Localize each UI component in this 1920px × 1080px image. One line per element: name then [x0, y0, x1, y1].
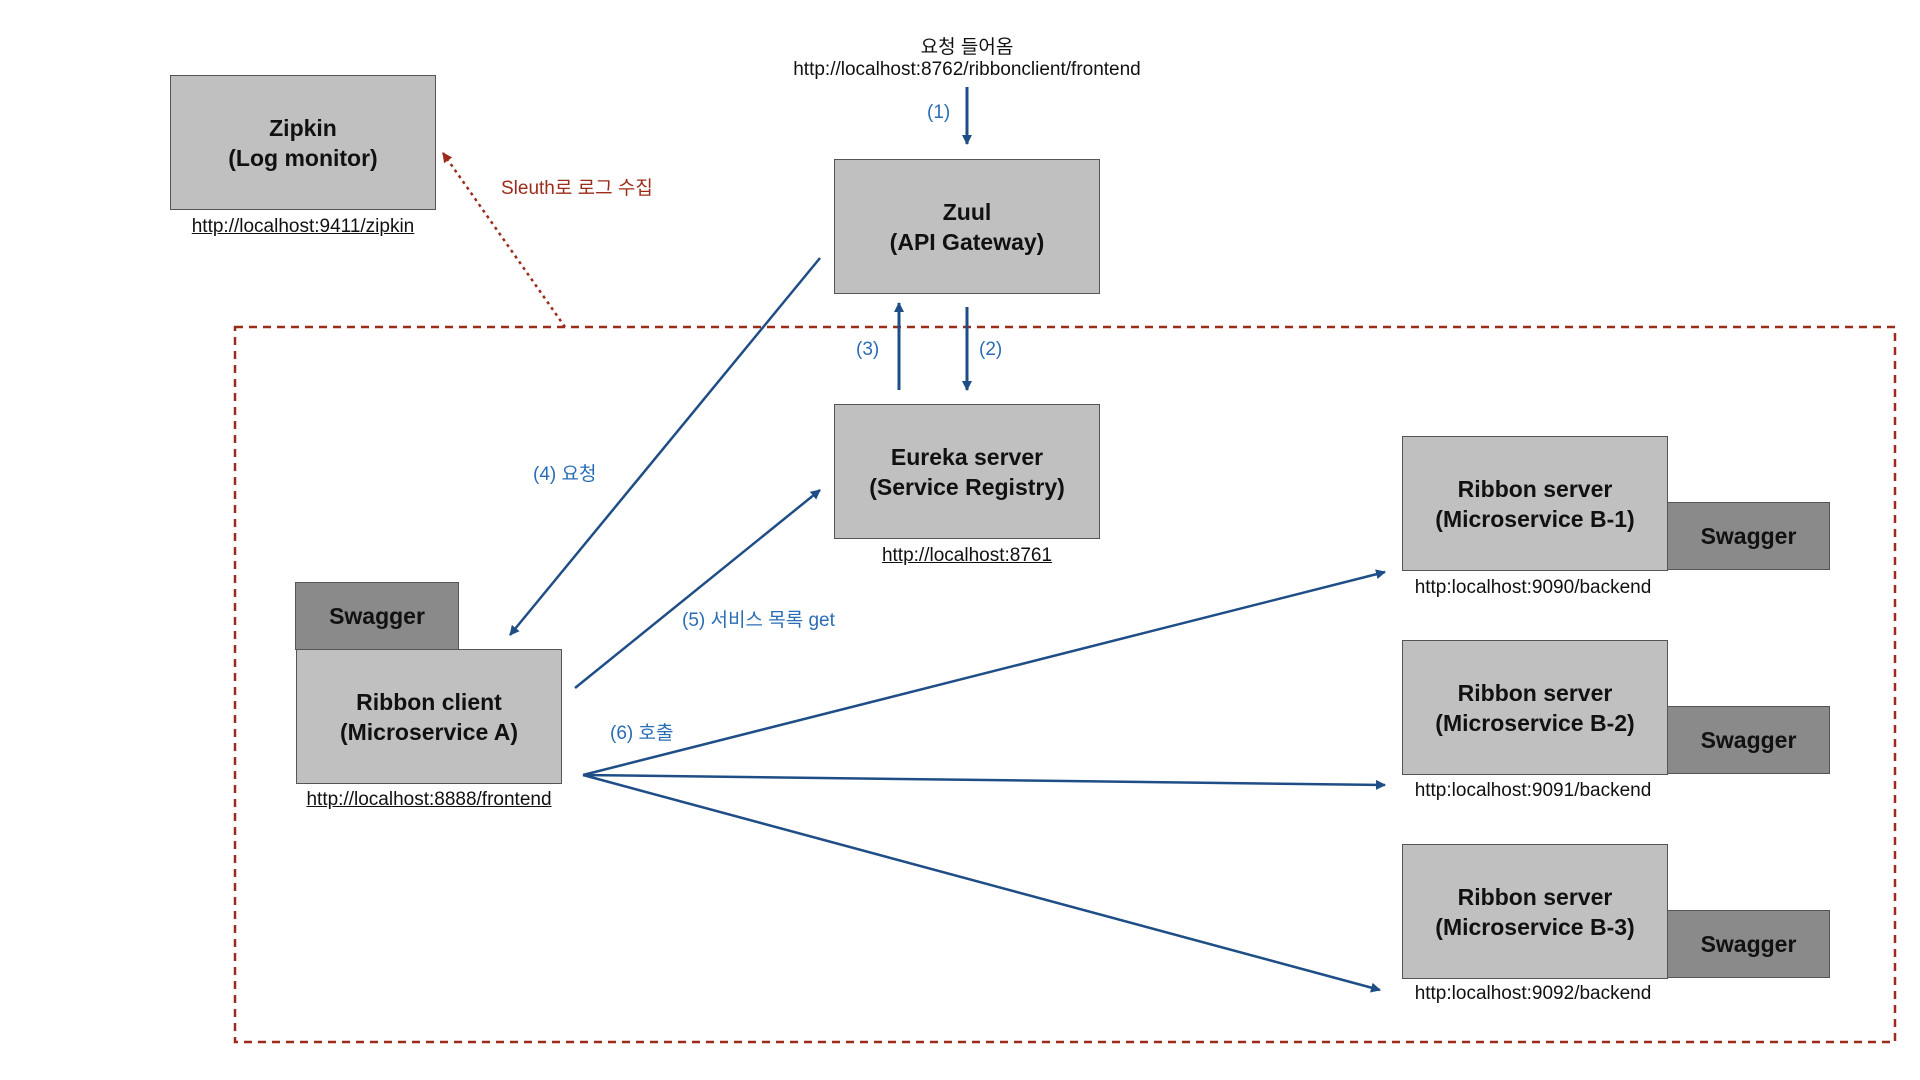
server-b1-label: Ribbon server (Microservice B-1) [1435, 475, 1635, 532]
server-b3-swagger-label: Swagger [1700, 931, 1797, 957]
step-5-label: (5) 서비스 목록 get [682, 610, 835, 631]
eureka-url: http://localhost:8761 [881, 545, 1053, 566]
arrow-step-6-b2 [582, 773, 1386, 790]
arrow-step-6-b3 [582, 773, 1381, 993]
server-b1-swagger-label: Swagger [1700, 523, 1797, 549]
sleuth-label: Sleuth로 로그 수집 [501, 178, 653, 199]
ribbon-client-box: Ribbon client (Microservice A) [296, 649, 562, 784]
ribbon-client-label: Ribbon client (Microservice A) [339, 688, 519, 745]
client-swagger-box: Swagger [295, 582, 459, 650]
zuul-box: Zuul (API Gateway) [834, 159, 1100, 294]
server-b3-swagger-box: Swagger [1667, 910, 1830, 978]
zipkin-url: http://localhost:9411/zipkin [191, 216, 415, 237]
step-6-label: (6) 호출 [610, 723, 674, 744]
client-swagger-label: Swagger [329, 603, 425, 629]
server-b1-box: Ribbon server (Microservice B-1) [1402, 436, 1668, 571]
server-b2-swagger-label: Swagger [1700, 727, 1797, 753]
zipkin-label: Zipkin (Log monitor) [228, 114, 378, 171]
eureka-label: Eureka server (Service Registry) [869, 443, 1065, 500]
server-b2-box: Ribbon server (Microservice B-2) [1402, 640, 1668, 775]
arrow-step-6-b1 [582, 569, 1386, 777]
zipkin-box: Zipkin (Log monitor) [170, 75, 436, 210]
server-b2-url: http:localhost:9091/backend [1414, 780, 1652, 801]
sleuth-arrow [441, 152, 567, 328]
microservice-boundary [233, 325, 1897, 1044]
server-b3-box: Ribbon server (Microservice B-3) [1402, 844, 1668, 979]
server-b1-swagger-box: Swagger [1667, 502, 1830, 570]
step-3-label: (3) [856, 339, 880, 360]
incoming-url: http://localhost:8762/ribbonclient/front… [793, 59, 1141, 80]
server-b3-url: http:localhost:9092/backend [1414, 983, 1652, 1004]
step-2-label: (2) [979, 339, 1003, 360]
server-b2-swagger-box: Swagger [1667, 706, 1830, 774]
server-b3-label: Ribbon server (Microservice B-3) [1435, 883, 1635, 940]
step-4-label: (4) 요청 [533, 464, 597, 485]
zuul-label: Zuul (API Gateway) [889, 198, 1045, 255]
server-b2-label: Ribbon server (Microservice B-2) [1435, 679, 1635, 736]
ribbon-client-url: http://localhost:8888/frontend [306, 789, 552, 810]
step-1-label: (1) [927, 102, 951, 123]
incoming-title: 요청 들어옴 [920, 37, 1014, 58]
server-b1-url: http:localhost:9090/backend [1414, 577, 1652, 598]
eureka-box: Eureka server (Service Registry) [834, 404, 1100, 539]
arrow-step-5 [574, 489, 821, 689]
arrow-step-4 [509, 257, 821, 636]
